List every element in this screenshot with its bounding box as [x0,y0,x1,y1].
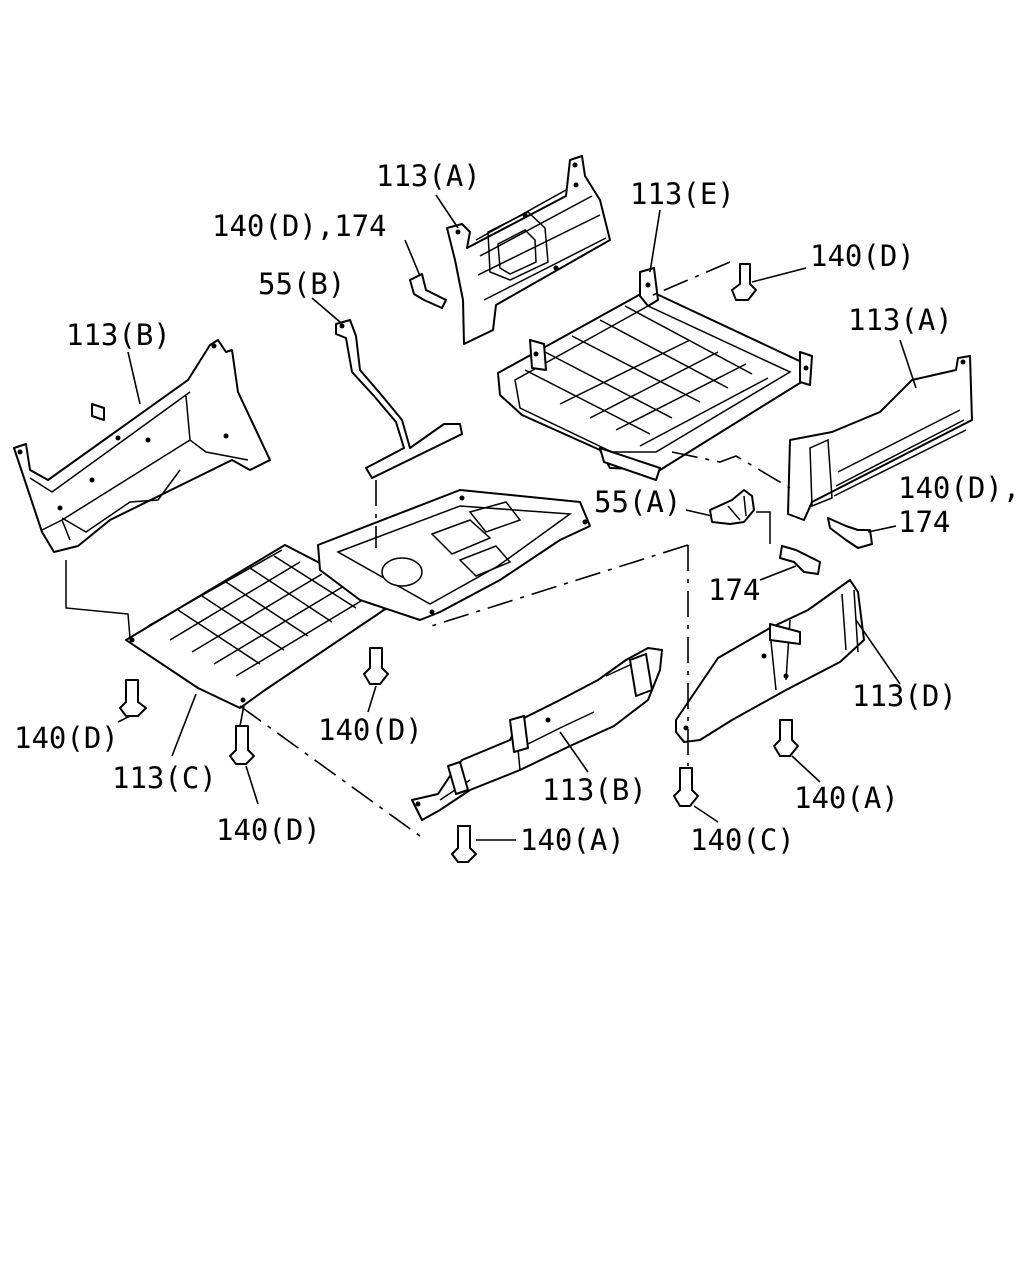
label-55a: 55(A) [594,485,681,519]
label-140a-bottom: 140(A) [520,823,625,857]
bolt-140a-left [451,825,477,863]
leader-lines [117,194,917,841]
phantom-lines [65,261,791,837]
part-113c-rear-plate [317,489,591,621]
label-55b: 55(B) [258,267,345,301]
part-113c-center-plate [125,544,396,709]
bolt-140d-center [363,647,389,685]
label-113b-top: 113(B) [66,318,171,352]
part-55b-stay [335,319,463,479]
label-113e: 113(E) [630,177,735,211]
bolt-140d-upper-right [731,263,757,301]
part-55a-bracket [709,489,755,525]
part-113d-lower-cover [675,579,865,743]
label-113d: 113(D) [852,679,957,713]
label-140d-174-top: 140(D),174 [212,209,387,243]
part-113e-upper-plate [497,267,813,481]
label-140d-bottom: 140(D) [216,813,321,847]
label-140d-top-right: 140(D) [810,239,915,273]
bolt-140d-upper-left [409,273,447,309]
bolt-140a-right [773,719,799,757]
label-140c: 140(C) [690,823,795,857]
label-113c: 113(C) [112,761,217,795]
label-113a-right: 113(A) [848,303,953,337]
callout-labels: 113(A) 140(D),174 113(E) 140(D) 55(B) 11… [14,159,1020,857]
bolt-140c [673,767,699,807]
label-113a-top: 113(A) [376,159,481,193]
part-113a-upper-bracket [446,155,611,345]
bolt-140d-left [119,679,147,717]
label-140a-right: 140(A) [794,781,899,815]
bolt-140d-bottom [229,725,255,765]
bolt-140d-right-174 [827,517,873,549]
part-113b-lower [411,647,663,821]
label-140d-right: 140(D), [898,471,1020,505]
label-174-middle: 174 [708,573,760,607]
label-140d-left: 140(D) [14,721,119,755]
part-113b-upper-left [13,339,271,553]
label-140d-center: 140(D) [318,713,423,747]
bolt-174-middle [779,545,821,575]
label-113b-bottom: 113(B) [542,773,647,807]
part-113a-right-rail [787,355,973,521]
label-174-right: 174 [898,505,950,539]
